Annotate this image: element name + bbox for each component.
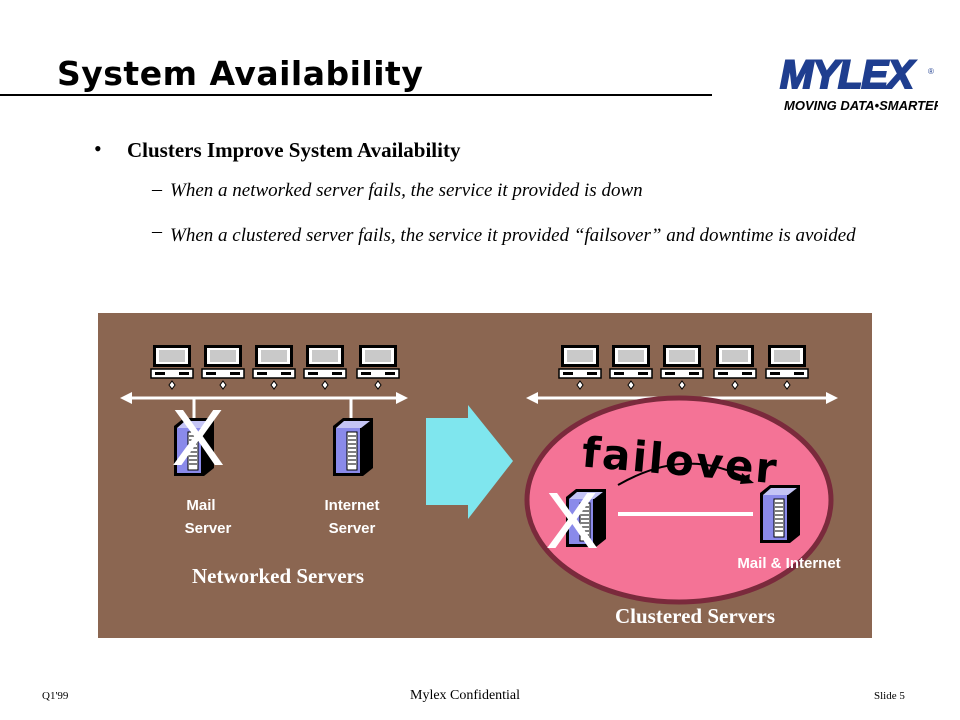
svg-text:MYLEX: MYLEX — [780, 54, 916, 97]
networked-caption: Networked Servers — [192, 564, 364, 588]
sub-point-2: When a clustered server fails, the servi… — [170, 225, 856, 246]
cluster-node-2-icon — [759, 484, 801, 544]
internet-server-icon — [332, 417, 374, 477]
bullet-dot: • — [94, 136, 102, 161]
mail-label-1: Mail — [186, 497, 215, 514]
sub-bullet-dash: – — [152, 220, 162, 242]
mail-internet-label: Mail & Internet — [737, 555, 840, 572]
sub-point-1: When a networked server fails, the servi… — [170, 180, 643, 201]
internet-label-1: Internet — [324, 497, 379, 514]
clustered-caption: Clustered Servers — [615, 604, 775, 628]
cluster-diagram: X Mail Server Internet Server Networked … — [98, 313, 872, 638]
internet-label-2: Server — [329, 520, 376, 537]
cluster-ellipse — [524, 395, 834, 605]
networked-lan-line — [120, 392, 408, 421]
footer-slide-number: Slide 5 — [874, 690, 905, 702]
transition-arrow-icon — [426, 405, 513, 519]
mail-label-2: Server — [185, 520, 232, 537]
failed-x-icon: X — [171, 393, 224, 482]
failover-arrowhead-icon — [740, 473, 754, 484]
sub-bullet-dash: – — [152, 178, 162, 200]
main-bullet: Clusters Improve System Availability — [127, 138, 461, 162]
footer-date: Q1'99 — [42, 690, 69, 702]
failed-x-icon: X — [545, 476, 598, 565]
footer-confidential: Mylex Confidential — [410, 688, 521, 703]
mylex-logo: MYLEX ® MOVING DATA•SMARTER — [779, 54, 938, 113]
svg-text:®: ® — [928, 67, 934, 76]
title-underline — [0, 94, 712, 96]
slide-title: System Availability — [57, 54, 424, 93]
svg-text:MOVING DATA•SMARTER: MOVING DATA•SMARTER — [784, 98, 938, 113]
failover-curve — [617, 462, 749, 486]
